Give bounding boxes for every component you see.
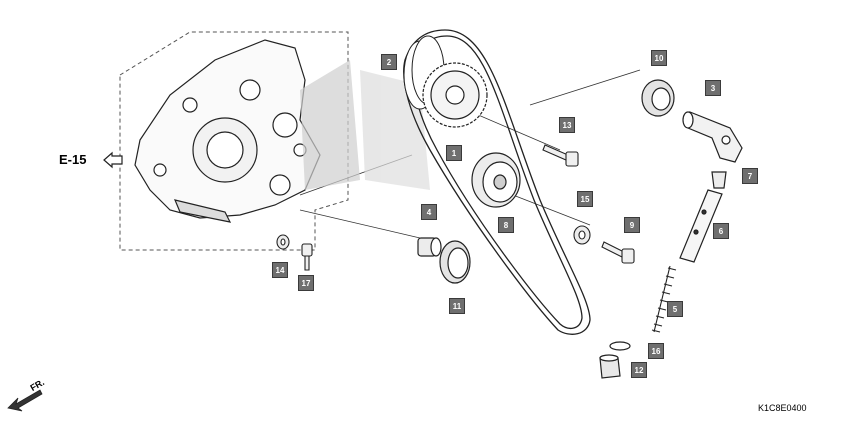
flange-bolt-drawing: [301, 243, 313, 271]
callout-3: 3: [705, 80, 721, 96]
callout-5: 5: [667, 301, 683, 317]
front-arrow-icon: [7, 389, 43, 412]
callout-8: 8: [498, 217, 514, 233]
callout-15: 15: [577, 191, 593, 207]
callout-10: 10: [651, 50, 667, 66]
callout-13: 13: [559, 117, 575, 133]
crankcase: [134, 39, 321, 223]
reference-label: E-15: [59, 152, 87, 167]
collar-drawing: [417, 237, 442, 257]
arrow-icon: [103, 151, 123, 169]
callout-1: 1: [446, 145, 462, 161]
callout-14: 14: [272, 262, 288, 278]
drawing-code: K1C8E0400: [758, 403, 807, 413]
cover-outline: [119, 31, 349, 251]
guide-roller-drawing: [439, 240, 471, 284]
sprocket-bolt-drawing: [542, 144, 579, 167]
tensioner-lifter-drawing: [682, 111, 743, 163]
callout-9: 9: [624, 217, 640, 233]
callout-7: 7: [742, 168, 758, 184]
rod-tip-drawing: [711, 171, 727, 189]
tensioner-rod-drawing: [679, 189, 723, 263]
roller-bolt-drawing: [601, 241, 635, 264]
callout-17: 17: [298, 275, 314, 291]
callout-11: 11: [449, 298, 465, 314]
o-ring-drawing: [609, 341, 631, 351]
cam-sprocket-drawing: [422, 62, 488, 128]
washer-drawing: [276, 225, 591, 250]
callout-4: 4: [421, 204, 437, 220]
chain-roller-drawing: [471, 152, 521, 208]
spring-drawing: [651, 265, 677, 333]
callout-12: 12: [631, 362, 647, 378]
lifter-roller-drawing: [641, 79, 675, 117]
sealing-bolt-drawing: [599, 354, 621, 379]
callout-2: 2: [381, 54, 397, 70]
callout-16: 16: [648, 343, 664, 359]
callout-6: 6: [713, 223, 729, 239]
